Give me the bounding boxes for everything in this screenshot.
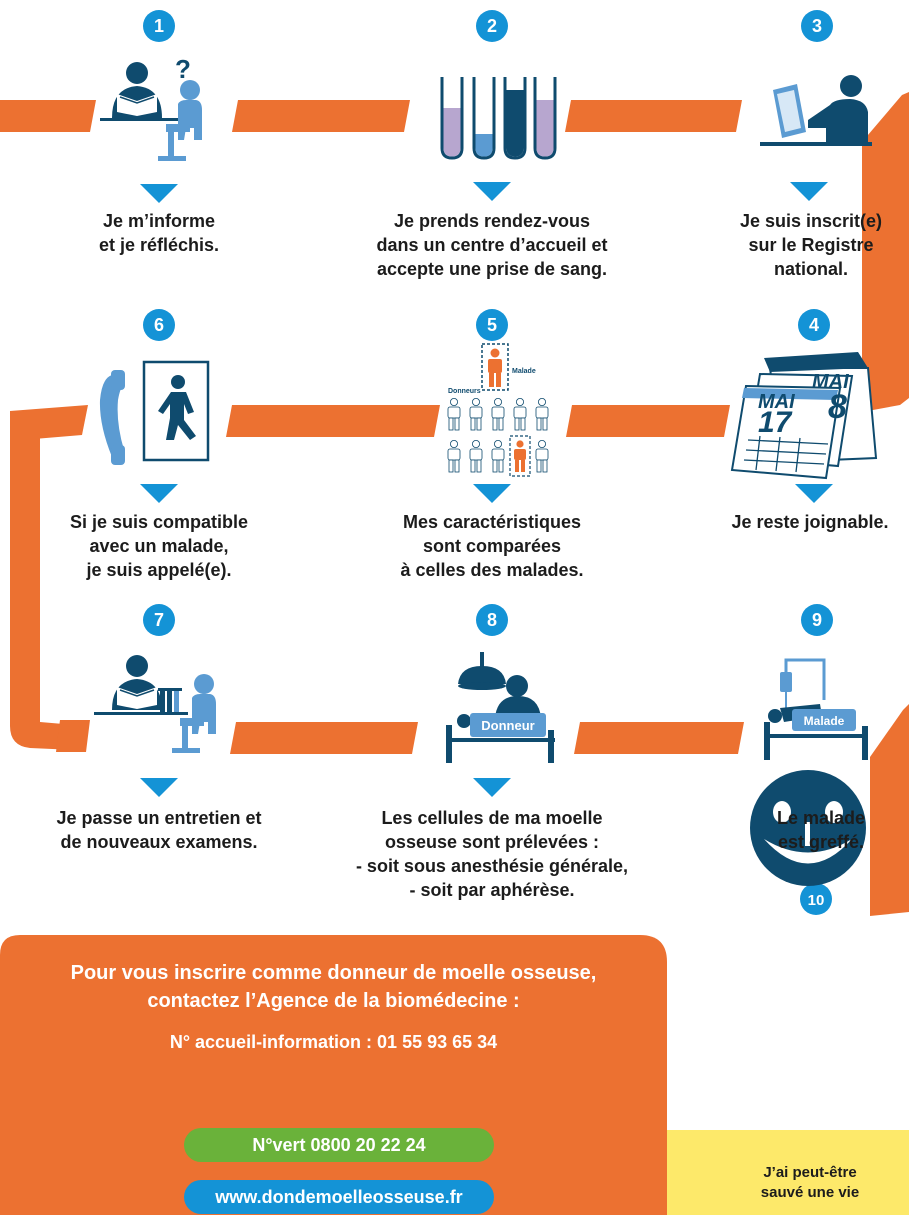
step-2-pointer (473, 182, 511, 201)
blood-test-tubes-icon (440, 77, 557, 160)
green-phone-pill[interactable]: N°vert 0800 20 22 24 (184, 1128, 494, 1162)
phone-and-door-icon (99, 360, 210, 465)
donor-figure (491, 397, 505, 431)
svg-text:?: ? (175, 54, 191, 84)
cta-panel (0, 935, 667, 1215)
step-2-badge: 2 (476, 10, 508, 42)
step-6-pointer (140, 484, 178, 503)
donor-figure (447, 439, 461, 473)
donor-figure (469, 439, 483, 473)
step-8-pointer (473, 778, 511, 797)
donor-bed-icon: Donneur (446, 652, 555, 763)
donor-label: Donneur (481, 718, 534, 733)
donor-figure (491, 439, 505, 473)
matching-donors-tag: Donneurs (448, 388, 481, 395)
step-10-badge: 10 (800, 883, 832, 915)
calendar-front-day: 17 (758, 406, 793, 439)
matching-patient-tag: Malade (512, 368, 536, 375)
step-8-badge: 8 (476, 604, 508, 636)
step-8-badge-number: 8 (487, 610, 497, 630)
calendar-icon: MAI 8 MAI 17 (730, 352, 878, 480)
step-4-badge-number: 4 (809, 315, 819, 335)
calendar-top-day: 8 (828, 388, 847, 426)
step-4-text: Je reste joignable. (731, 512, 889, 532)
donor-figure (535, 397, 549, 431)
step-7-badge: 7 (143, 604, 175, 636)
patient-bed-icon: Malade (764, 658, 868, 760)
step-7-badge-number: 7 (154, 610, 164, 630)
interview-and-tests-icon (94, 655, 216, 753)
step-4-pointer (795, 484, 833, 503)
step-3-badge-number: 3 (812, 16, 822, 36)
donor-figure (447, 397, 461, 431)
step-1-badge: 1 (143, 10, 175, 42)
step-3-pointer (790, 182, 828, 201)
person-reading-question-icon: ? (100, 54, 202, 161)
step-6-badge: 6 (143, 309, 175, 341)
calendar-top-month: MAI (812, 371, 849, 393)
step-2-badge-number: 2 (487, 16, 497, 36)
calendar-front-month: MAI (758, 391, 795, 413)
patient-label: Malade (804, 714, 845, 728)
step-4-badge: 4 (798, 309, 830, 341)
step-9-badge-number: 9 (812, 610, 822, 630)
donor-figure (469, 397, 483, 431)
step-9-badge: 9 (801, 604, 833, 636)
step-6-badge-number: 6 (154, 315, 164, 335)
step-5-badge: 5 (476, 309, 508, 341)
step-5-badge-number: 5 (487, 315, 497, 335)
cta-line-2: contactez l’Agence de la biomédecine : (147, 990, 520, 1012)
step-7-pointer (140, 778, 178, 797)
donor-figures-grid (447, 397, 549, 477)
person-at-computer-icon (760, 75, 872, 146)
step-5-pointer (473, 484, 511, 503)
donor-figure (535, 439, 549, 473)
flow-connectors (0, 92, 909, 916)
cta-line-1: Pour vous inscrire comme donneur de moel… (70, 962, 597, 984)
step-1-badge-number: 1 (154, 16, 164, 36)
cta-line-3: N° accueil-information : 01 55 93 65 34 (169, 1032, 498, 1052)
donor-figure (513, 397, 527, 431)
step-1-pointer (140, 184, 178, 203)
website-link-pill[interactable]: www.dondemoelleosseuse.fr (184, 1180, 494, 1214)
step-10-badge-number: 10 (808, 892, 825, 909)
matched-donor-figure (509, 435, 531, 477)
smiley-face-icon (750, 770, 866, 886)
donor-matching-icon: Malade Donneurs (447, 343, 549, 477)
step-number-badges: 1 2 3 4 5 6 7 8 9 10 (143, 10, 833, 915)
step-3-badge: 3 (801, 10, 833, 42)
